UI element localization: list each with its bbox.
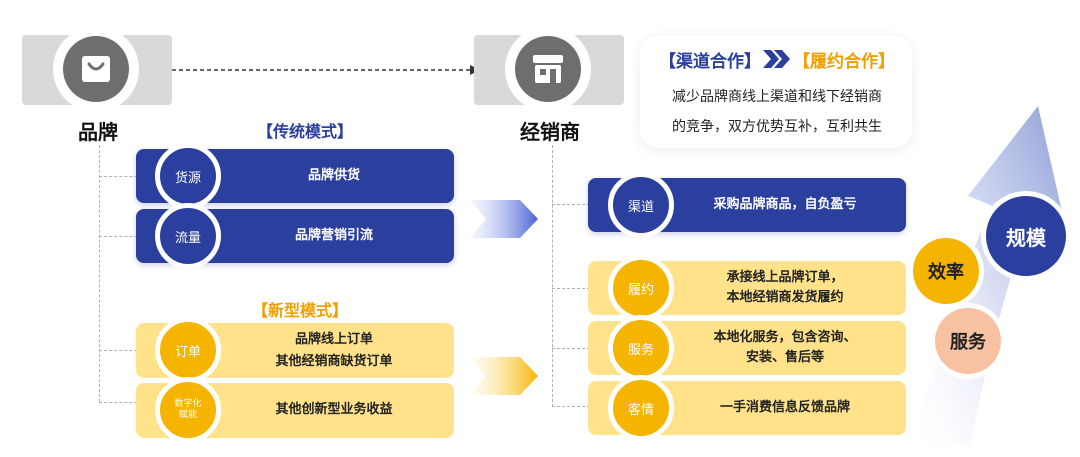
dealer-label: 经销商	[520, 120, 580, 144]
brand-icon-ring	[53, 26, 139, 112]
service-growth-label: 服务	[950, 332, 986, 353]
digital-text: 其他创新型业务收益	[275, 402, 393, 417]
dealer-connector-1	[552, 204, 610, 205]
traditional-mode-title: 【传统模式】	[256, 122, 353, 141]
traffic-text: 品牌营销引流	[294, 228, 373, 243]
scale-circle: 规模	[986, 196, 1066, 276]
traffic-badge-label: 流量	[174, 230, 201, 246]
service-text-line1: 本地化服务，包含咨询、	[713, 330, 857, 345]
customer-text: 一手消费信息反馈品牌	[719, 400, 850, 415]
channel-text: 采购品牌商品，自负盈亏	[713, 197, 857, 212]
fulfillment-cooperation-tag: 【履约合作】	[793, 51, 895, 72]
shopping-bag-icon	[63, 36, 129, 102]
storefront-icon	[515, 36, 581, 102]
callout-line1: 减少品牌商线上渠道和线下经销商	[672, 89, 882, 105]
digital-badge-line2: 赋能	[178, 410, 197, 420]
connector-4	[99, 402, 163, 403]
dealer-connector-line	[552, 145, 553, 407]
supply-badge-label: 货源	[174, 170, 201, 186]
dealer-connector-3	[552, 348, 610, 349]
supply-text: 品牌供货	[307, 168, 360, 183]
fulfillment-text-line1: 承接线上品牌订单，	[726, 270, 844, 285]
fulfillment-badge: 履约	[608, 255, 674, 321]
channel-badge: 渠道	[608, 172, 674, 238]
service-text-line2: 安装、售后等	[745, 350, 824, 365]
blue-flow-arrow	[470, 200, 538, 238]
efficiency-label: 效率	[928, 262, 964, 283]
fulfillment-text-line2: 本地经销商发货履约	[726, 290, 844, 305]
double-chevron-right-icon	[763, 50, 790, 68]
dealer-icon-ring	[505, 26, 591, 112]
brand-to-dealer-arrow	[172, 65, 480, 75]
service-badge-label: 服务	[627, 342, 654, 358]
channel-badge-label: 渠道	[627, 199, 654, 215]
fulfillment-badge-label: 履约	[627, 282, 654, 298]
customer-badge-label: 客情	[627, 402, 654, 418]
customer-badge: 客情	[608, 375, 674, 441]
new-mode-title: 【新型模式】	[251, 301, 348, 320]
brand-label: 品牌	[78, 120, 118, 144]
traffic-badge: 流量	[155, 203, 221, 269]
digital-badge: 数字化 赋能	[155, 377, 221, 443]
brand-connector-line	[99, 145, 100, 402]
connector-3	[99, 350, 163, 351]
yellow-flow-arrow	[470, 357, 538, 395]
connector-2	[99, 236, 163, 237]
order-text-line2: 其他经销商缺货订单	[275, 354, 393, 369]
scale-label: 规模	[1006, 225, 1046, 250]
order-text-line1: 品牌线上订单	[294, 332, 373, 347]
service-circle: 服务	[935, 308, 1001, 374]
digital-badge-line1: 数字化	[174, 399, 202, 409]
order-badge: 订单	[155, 317, 221, 383]
service-badge: 服务	[608, 315, 674, 381]
connector-1	[99, 176, 163, 177]
dealer-connector-4	[552, 406, 610, 407]
callout-tags: 【渠道合作】 【履约合作】	[644, 46, 910, 72]
callout-line2: 的竞争，双方优势互补，互利共生	[672, 119, 882, 135]
supply-badge: 货源	[155, 143, 221, 209]
channel-cooperation-tag: 【渠道合作】	[659, 51, 761, 72]
dealer-connector-2	[552, 288, 610, 289]
efficiency-circle: 效率	[913, 238, 979, 304]
cooperation-callout	[640, 36, 912, 148]
order-badge-label: 订单	[174, 344, 201, 360]
